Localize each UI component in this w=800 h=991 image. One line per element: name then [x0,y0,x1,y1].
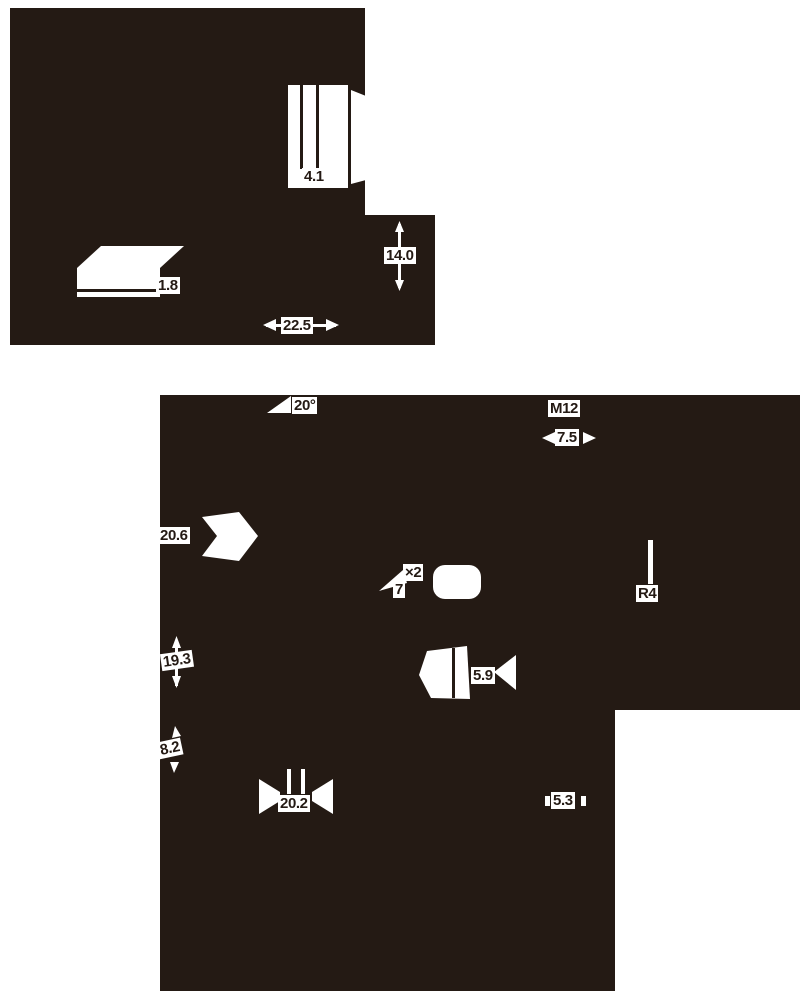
dim-label-1-8: 1.8 [156,277,180,294]
thread-label-m12: M12 [548,400,580,417]
angle-label-20-deg: 20° [292,397,318,414]
dim-label-7-5: 7.5 [555,429,579,446]
dim-label-4-1: 4.1 [302,168,326,185]
dim-label-5-9: 5.9 [471,667,495,684]
drawing-ink-region-main-upper [160,395,800,710]
dim-label-22-5: 22.5 [281,317,313,334]
dim-label-7: 7 [393,581,405,598]
drawing-ink-region-side-view [365,215,435,345]
dim-label-20-2: 20.2 [278,795,310,812]
radius-label-r4: R4 [636,585,659,602]
dim-label-5-3: 5.3 [551,792,575,809]
drawing-ink-region-main-lower [160,710,615,991]
count-label-x2: ×2 [403,564,424,581]
dim-label-20-6: 20.6 [158,527,190,544]
dim-label-14-0: 14.0 [384,247,416,264]
